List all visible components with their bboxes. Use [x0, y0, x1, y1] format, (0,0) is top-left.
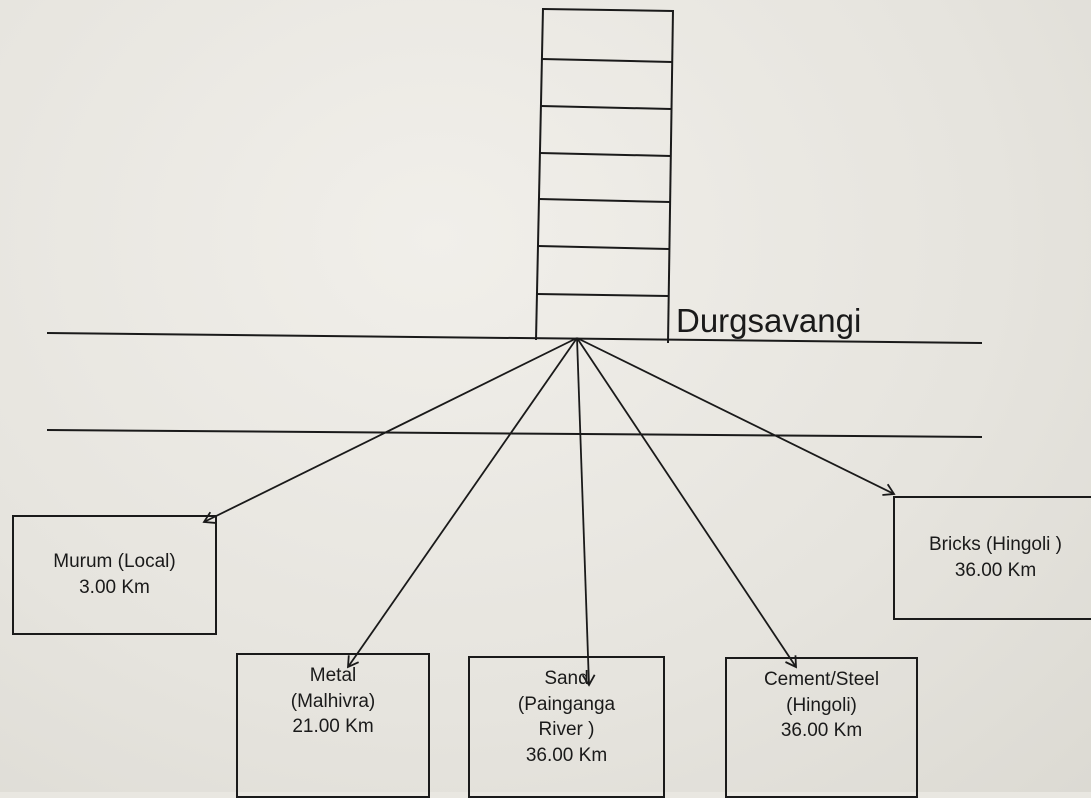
destination-source: (Malhivra) — [290, 690, 376, 712]
arrow-to-cement — [576, 337, 797, 669]
arrow-to-bricks — [576, 337, 896, 496]
destination-box-metal: Metal (Malhivra) 21.00 Km — [236, 653, 430, 798]
destination-box-cement: Cement/Steel (Hingoli) 36.00 Km — [725, 657, 918, 798]
arrow-to-murum — [202, 337, 578, 524]
destination-box-murum: Murum (Local) 3.00 Km — [12, 515, 217, 635]
destination-source: (Hingoli) — [786, 694, 857, 716]
destination-distance: 36.00 Km — [954, 560, 1037, 581]
arrow-to-sand — [576, 337, 596, 687]
village-label: Durgsavangi — [676, 302, 862, 339]
destination-source: (Painganga — [517, 693, 616, 715]
destination-source-cont: River ) — [538, 719, 595, 741]
destination-distance: 3.00 Km — [79, 577, 150, 598]
destination-label: Murum (Local) — [53, 551, 176, 573]
destination-label: Metal — [309, 665, 357, 686]
destination-label: Sand — [544, 668, 589, 689]
destination-box-bricks: Bricks (Hingoli ) 36.00 Km — [893, 496, 1091, 620]
destination-label: Bricks (Hingoli ) — [928, 534, 1063, 556]
destination-distance: 36.00 Km — [780, 720, 863, 742]
road-line-upper — [46, 332, 983, 344]
destination-distance: 21.00 Km — [292, 716, 374, 738]
road-line-lower — [46, 429, 983, 438]
destination-distance: 36.00 Km — [525, 744, 608, 766]
destination-box-sand: Sand (Painganga River ) 36.00 Km — [468, 656, 665, 798]
arrow-to-metal — [347, 337, 578, 669]
building-icon — [535, 7, 674, 344]
destination-label: Cement/Steel — [763, 669, 880, 690]
